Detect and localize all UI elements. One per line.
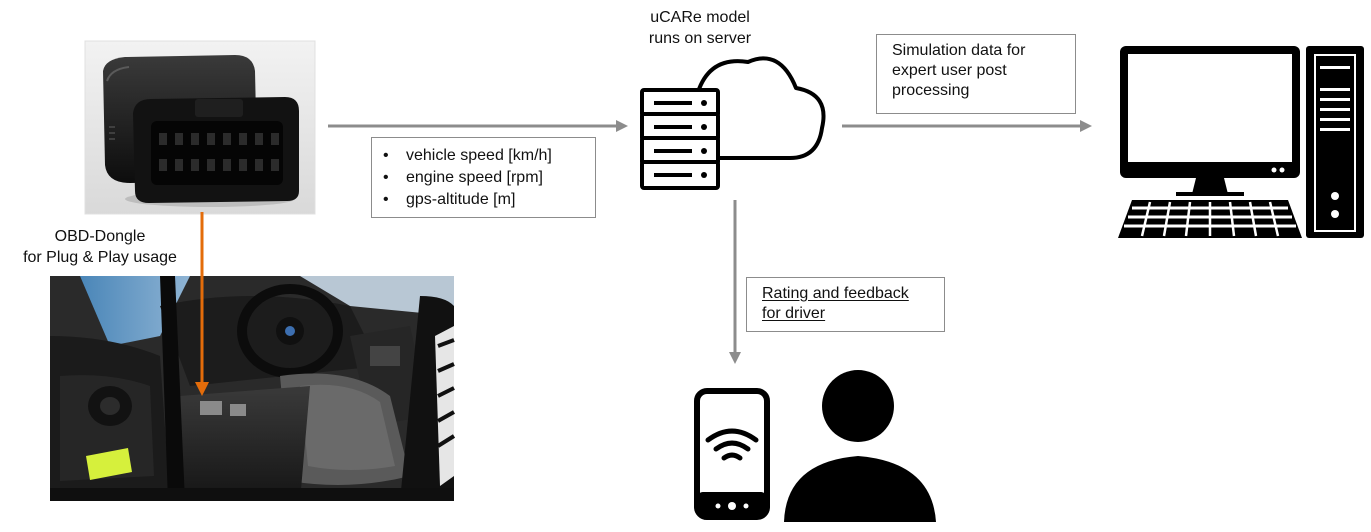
car-interior-photo: [50, 276, 456, 501]
cloud-server-icon: [640, 56, 826, 190]
pc-tower-icon: [1306, 46, 1364, 238]
arrow-dongle-to-server: [328, 120, 628, 132]
arrow-server-to-computer: [842, 120, 1092, 132]
simulation-line2: expert user post: [892, 62, 1007, 79]
bullet-dot: •: [383, 147, 389, 164]
obd-plug-arrow: [195, 212, 209, 396]
signal-item: • gps-altitude [m]: [378, 189, 595, 211]
obd-dongle-label-line1: OBD-Dongle: [54, 228, 146, 245]
server-title-line1: uCARe model: [650, 9, 750, 26]
wifi-icon: [705, 428, 759, 461]
signal-vehicle-speed: vehicle speed [km/h]: [406, 147, 552, 164]
feedback-line1: Rating and feedback: [762, 285, 909, 302]
signals-list: • vehicle speed [km/h] • engine speed [rpm…: [378, 145, 595, 211]
monitor-icon: [1120, 46, 1300, 196]
driver-person-icon: [784, 370, 936, 522]
signal-gps-altitude: gps-altitude [m]: [406, 191, 516, 208]
simulation-data-box: Simulation data for expert user post pro…: [876, 34, 1076, 114]
feedback-box: Rating and feedback for driver: [746, 277, 945, 332]
arrow-server-to-driver: [729, 200, 741, 364]
simulation-line3: processing: [892, 82, 970, 99]
simulation-line1: Simulation data for: [892, 42, 1026, 59]
keyboard-icon: [1118, 200, 1302, 238]
signal-engine-speed: engine speed [rpm]: [406, 169, 543, 186]
signal-item: • vehicle speed [km/h]: [378, 145, 595, 167]
desktop-computer-icon: [1118, 46, 1364, 238]
server-title-line2: runs on server: [648, 30, 752, 47]
obd-dongle-label-line2: for Plug & Play usage: [23, 249, 177, 266]
obd-dongle-photo: [84, 40, 316, 215]
feedback-line2: for driver: [762, 305, 826, 322]
bullet-dot: •: [383, 169, 389, 186]
signal-item: • engine speed [rpm]: [378, 167, 595, 189]
smartphone-icon: [694, 388, 770, 520]
signals-box: • vehicle speed [km/h] • engine speed [rpm…: [371, 137, 596, 218]
server-stack-icon: [640, 88, 720, 190]
bullet-dot: •: [383, 191, 389, 208]
